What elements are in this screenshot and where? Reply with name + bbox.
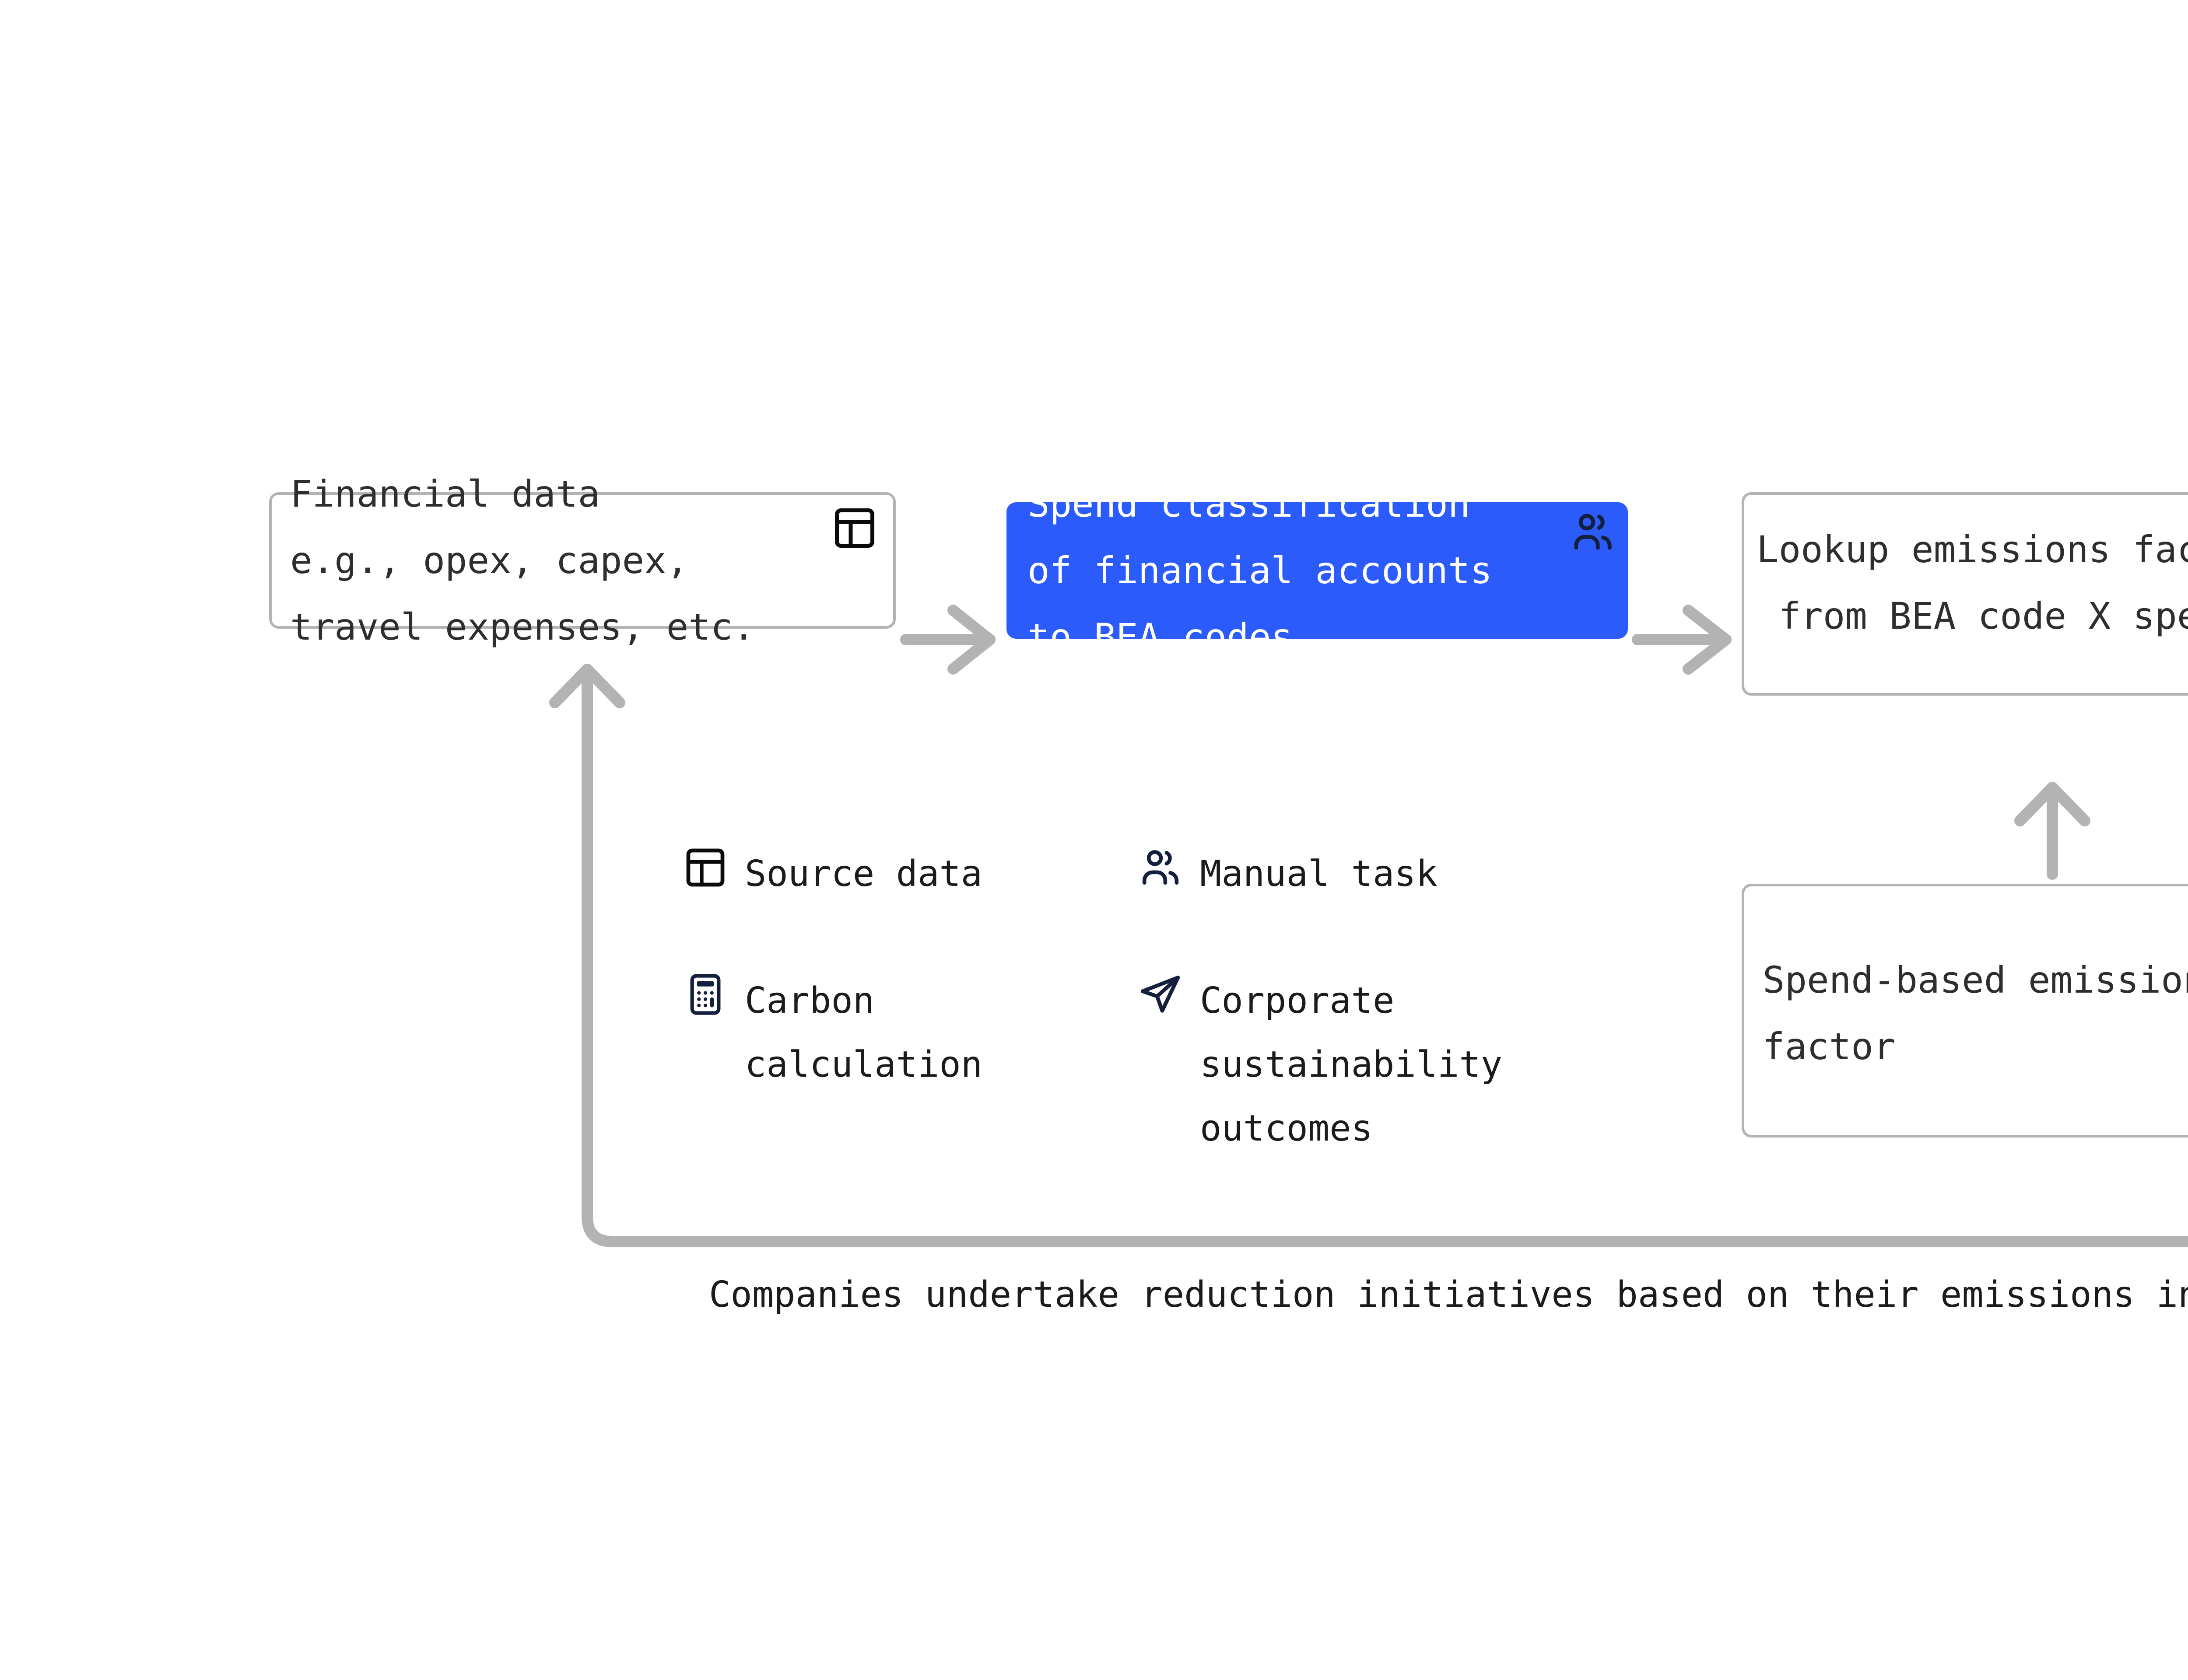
- node-line: Lookup emissions factor: [1757, 528, 2188, 571]
- table-icon: [831, 504, 878, 552]
- legend-item-carbon-calculation: Carbon calculation: [683, 969, 1138, 1161]
- node-line: e.g., opex, capex,: [290, 539, 689, 582]
- legend-item-source-data: Source data: [683, 842, 1138, 969]
- connector-financial-to-classification: [900, 605, 996, 675]
- legend-label: Carbon: [745, 980, 875, 1022]
- legend: Source data Manual task: [683, 842, 1680, 1161]
- legend-label: sustainability: [1200, 1044, 1503, 1085]
- node-line: of financial accounts: [1027, 549, 1493, 592]
- node-line: Financial data: [290, 472, 600, 515]
- node-line: from BEA code X spend: [1778, 594, 2188, 637]
- node-financial-data[interactable]: Financial data e.g., opex, capex, travel…: [269, 472, 896, 648]
- legend-item-corporate-sustainability-outcomes: Corporate sustainability outcomes: [1138, 969, 1680, 1161]
- table-icon: [683, 845, 728, 890]
- node-line: Spend-based emission: [1763, 959, 2188, 1001]
- legend-item-manual-task: Manual task: [1138, 842, 1680, 969]
- legend-label: Manual task: [1200, 853, 1438, 895]
- connector-factor-to-lookup: [2014, 782, 2090, 880]
- node-spend-based-emission-factor[interactable]: Spend-based emission factor: [1742, 884, 2188, 1138]
- legend-label: outcomes: [1200, 1108, 1373, 1149]
- node-line: travel expenses, etc.: [290, 606, 755, 648]
- calculator-icon: [683, 972, 728, 1017]
- node-line: factor: [1763, 1025, 1896, 1068]
- node-lookup-emissions-factor[interactable]: Lookup emissions factor from BEA code X …: [1742, 492, 2188, 696]
- caption-text: Companies undertake reduction initiative…: [709, 1274, 2188, 1316]
- paper-plane-icon: [1138, 972, 1183, 1017]
- legend-label: Source data: [745, 853, 983, 895]
- node-spend-classification[interactable]: Spend classification of financial accoun…: [1006, 483, 1628, 658]
- connector-classification-to-lookup: [1632, 605, 1732, 675]
- node-line: to BEA codes: [1027, 616, 1293, 658]
- users-icon: [1138, 845, 1183, 890]
- node-line: Spend classification: [1027, 483, 1470, 525]
- users-icon: [1569, 508, 1616, 556]
- legend-label: calculation: [745, 1044, 983, 1085]
- legend-label: Corporate: [1200, 980, 1395, 1022]
